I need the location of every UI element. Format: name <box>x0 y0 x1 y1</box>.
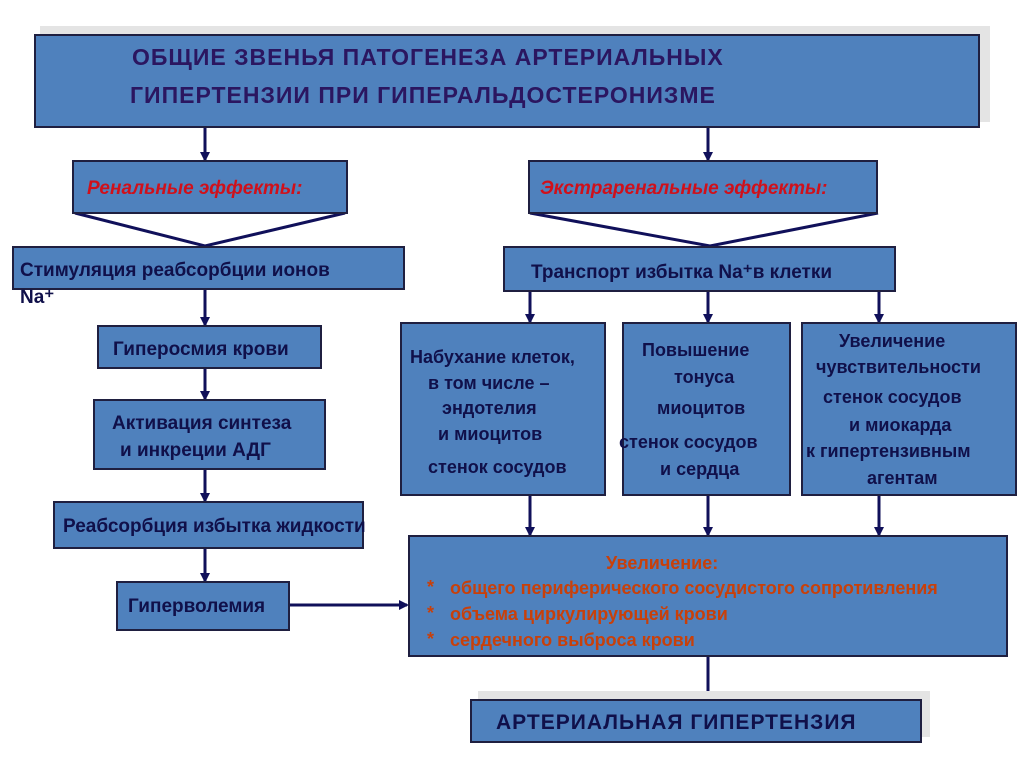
transport-box: Транспорт избытка Na⁺в клетки <box>503 246 896 292</box>
adh-box: Активация синтеза и инкреции АДГ <box>93 399 326 470</box>
tone-line-3: миоцитов <box>657 398 746 418</box>
transport-label: Транспорт избытка Na⁺в клетки <box>531 262 833 283</box>
swelling-line-5: стенок сосудов <box>428 457 567 477</box>
sensitivity-line-4: и миокарда <box>849 415 952 435</box>
increase-item-1: общего периферического сосудистого сопро… <box>450 578 938 598</box>
increase-title: Увеличение: <box>606 553 719 573</box>
fork-extrarenal <box>529 211 879 248</box>
sensitivity-line-3: стенок сосудов <box>823 387 962 407</box>
tone-line-1: Повышение <box>642 340 750 360</box>
tone-line-4: стенок сосудов <box>619 432 758 452</box>
increase-item-3: сердечного выброса крови <box>450 630 695 650</box>
tone-line-5: и сердца <box>660 459 740 479</box>
swelling-line-4: и миоцитов <box>438 424 543 444</box>
stimulation-box: Стимуляция реабсорбции ионов Na⁺ <box>12 246 405 307</box>
sensitivity-line-2: чувствительности <box>816 357 981 377</box>
sensitivity-increase-box: Увеличение чувствительности стенок сосуд… <box>801 322 1017 496</box>
title-line-2: ГИПЕРТЕНЗИИ ПРИ ГИПЕРАЛЬДОСТЕРОНИЗМЕ <box>130 82 716 108</box>
sensitivity-line-6: агентам <box>867 468 938 488</box>
fork-renal <box>74 211 346 248</box>
swelling-line-2: в том числе – <box>428 373 550 393</box>
sensitivity-line-1: Увеличение <box>839 331 946 351</box>
stimulation-line-2: Na⁺ <box>20 287 55 308</box>
hypervolemia-box: Гиперволемия <box>116 581 290 631</box>
increase-bullet-3: * <box>427 629 435 649</box>
swelling-line-3: эндотелия <box>442 398 537 418</box>
extrarenal-effects-label: Экстраренальные эффекты: <box>540 178 828 199</box>
tone-line-2: тонуса <box>674 367 735 387</box>
cell-swelling-box: Набухание клеток, в том числе – эндотели… <box>400 322 606 496</box>
reabsorption-label: Реабсорбция избытка жидкости <box>63 516 366 537</box>
extrarenal-effects-box: Экстраренальные эффекты: <box>528 160 878 214</box>
sensitivity-line-5: к гипертензивным <box>806 441 971 461</box>
increase-item-2: объема циркулирующей крови <box>450 604 728 624</box>
adh-line-1: Активация синтеза <box>112 413 292 434</box>
increase-bullet-1: * <box>427 577 435 597</box>
title-box: ОБЩИЕ ЗВЕНЬЯ ПАТОГЕНЕЗА АРТЕРИАЛЬНЫХ ГИП… <box>34 34 980 128</box>
tone-increase-box: Повышение тонуса миоцитов стенок сосудов… <box>619 322 791 496</box>
result-box: АРТЕРИАЛЬНАЯ ГИПЕРТЕНЗИЯ <box>470 699 922 743</box>
hypervolemia-label: Гиперволемия <box>128 596 266 617</box>
increase-bullet-2: * <box>427 603 435 623</box>
reabsorption-box: Реабсорбция избытка жидкости <box>53 501 366 549</box>
title-line-1: ОБЩИЕ ЗВЕНЬЯ ПАТОГЕНЕЗА АРТЕРИАЛЬНЫХ <box>132 44 724 70</box>
renal-effects-label: Ренальные эффекты: <box>87 178 303 199</box>
stimulation-line-1: Стимуляция реабсорбции ионов <box>20 260 330 281</box>
renal-effects-box: Ренальные эффекты: <box>72 160 348 214</box>
result-label: АРТЕРИАЛЬНАЯ ГИПЕРТЕНЗИЯ <box>496 711 857 734</box>
hyperosmia-box: Гиперосмия крови <box>97 325 322 369</box>
hyperosmia-label: Гиперосмия крови <box>113 339 289 360</box>
adh-line-2: и инкреции АДГ <box>120 440 271 461</box>
swelling-line-1: Набухание клеток, <box>410 347 575 367</box>
increase-box: Увеличение: * общего периферического сос… <box>408 535 1008 657</box>
